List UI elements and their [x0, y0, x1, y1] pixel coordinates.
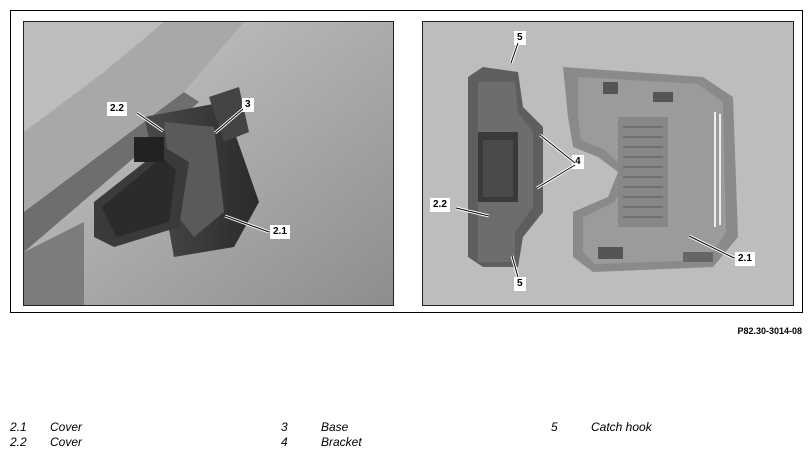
callout-left-2-2: 2.2 — [107, 102, 127, 116]
legend-number: 2.1 — [10, 420, 27, 434]
callout-right-5-bottom: 5 — [514, 277, 526, 291]
callout-right-2-1: 2.1 — [735, 252, 755, 266]
callout-right-5-top: 5 — [514, 31, 526, 45]
callout-left-3: 3 — [242, 98, 254, 112]
mirror-illustration — [24, 22, 393, 305]
figure-frame: 2.2 3 2.1 5 4 2.2 2.1 5 — [10, 10, 803, 313]
photo-mirror-installed — [23, 21, 394, 306]
legend-label: Base — [321, 420, 349, 434]
callout-right-2-2: 2.2 — [430, 198, 450, 212]
legend-label: Bracket — [321, 435, 362, 449]
figure-reference-id: P82.30-3014-08 — [737, 326, 802, 336]
legend-number: 2.2 — [10, 435, 27, 449]
legend-label: Cover — [50, 420, 83, 434]
callout-left-2-1: 2.1 — [270, 225, 290, 239]
legend-number: 5 — [551, 420, 558, 434]
legend-number: 4 — [281, 435, 288, 449]
callout-right-4: 4 — [572, 155, 584, 169]
legend-label: Cover — [50, 435, 83, 449]
legend-label: Catch hook — [591, 420, 652, 434]
legend-number: 3 — [281, 420, 288, 434]
